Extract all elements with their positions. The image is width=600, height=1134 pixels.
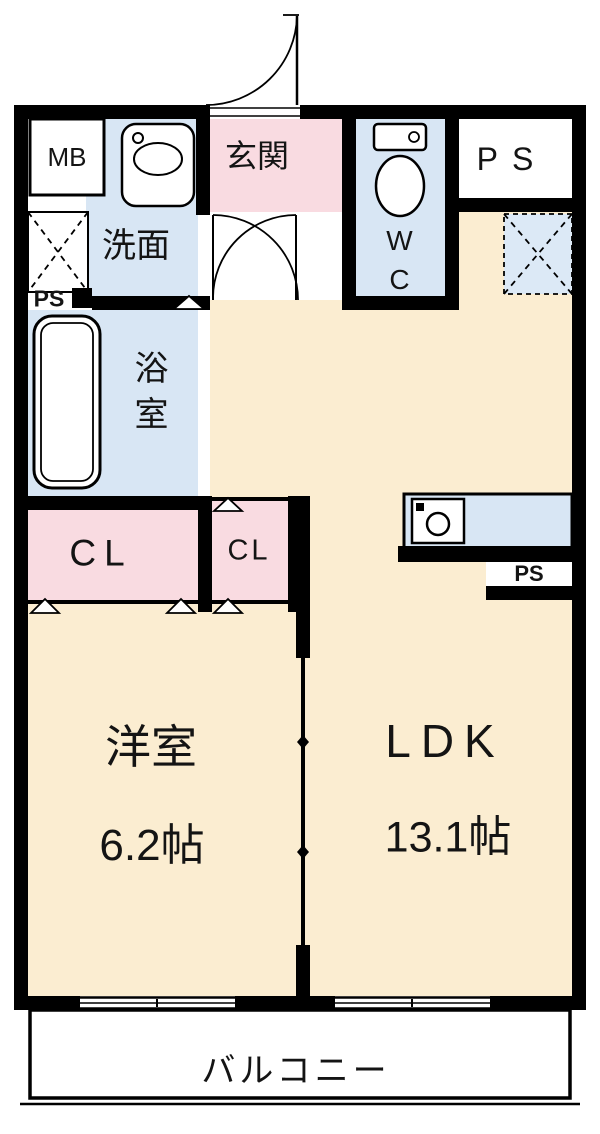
- balcony-outline: [20, 1008, 580, 1106]
- walls: [14, 105, 586, 1010]
- label-closet-left: CL: [69, 532, 133, 574]
- label-bathroom: 浴室: [129, 350, 167, 442]
- label-ldk-size: 13.1帖: [384, 813, 512, 862]
- window-youshitsu: [80, 996, 235, 1010]
- door-marks: [28, 294, 245, 614]
- stove-icon: [410, 497, 466, 545]
- label-wc: WC: [384, 225, 415, 303]
- sink-icon: [120, 122, 196, 208]
- hallway-floor: [210, 212, 342, 300]
- entrance-door: [205, 14, 299, 106]
- hallway-doors: [212, 214, 299, 301]
- meter-box: [28, 117, 106, 197]
- label-balcony: バルコニー: [201, 1052, 391, 1090]
- service-space-box: [503, 213, 573, 295]
- pipe-space-left-box: [27, 211, 89, 293]
- sliding-door-meeting-marks: [297, 735, 309, 859]
- window-ldk: [335, 996, 490, 1010]
- toilet-icon: [372, 122, 428, 218]
- closet-right-floor: [212, 501, 288, 602]
- label-youshitsu: 洋室: [105, 721, 197, 773]
- label-mb: MB: [47, 142, 87, 172]
- label-youshitsu-size: 6.2帖: [99, 821, 205, 870]
- bathtub-icon: [32, 314, 102, 490]
- label-washroom: 洗面: [102, 227, 170, 265]
- genkan-floor: [210, 119, 342, 212]
- label-entrance: 玄関: [224, 138, 290, 174]
- label-ps-top-right: PS: [476, 141, 548, 177]
- label-closet-right: CL: [227, 534, 271, 567]
- label-ps-kitchen: PS: [514, 561, 544, 586]
- label-ps-left: PS: [33, 285, 65, 312]
- closet-left-floor: [28, 510, 198, 602]
- label-ldk: LDK: [385, 715, 505, 767]
- ps-niche: [486, 562, 572, 586]
- youshitsu-floor: [28, 604, 296, 996]
- entrance-threshold: [203, 107, 300, 117]
